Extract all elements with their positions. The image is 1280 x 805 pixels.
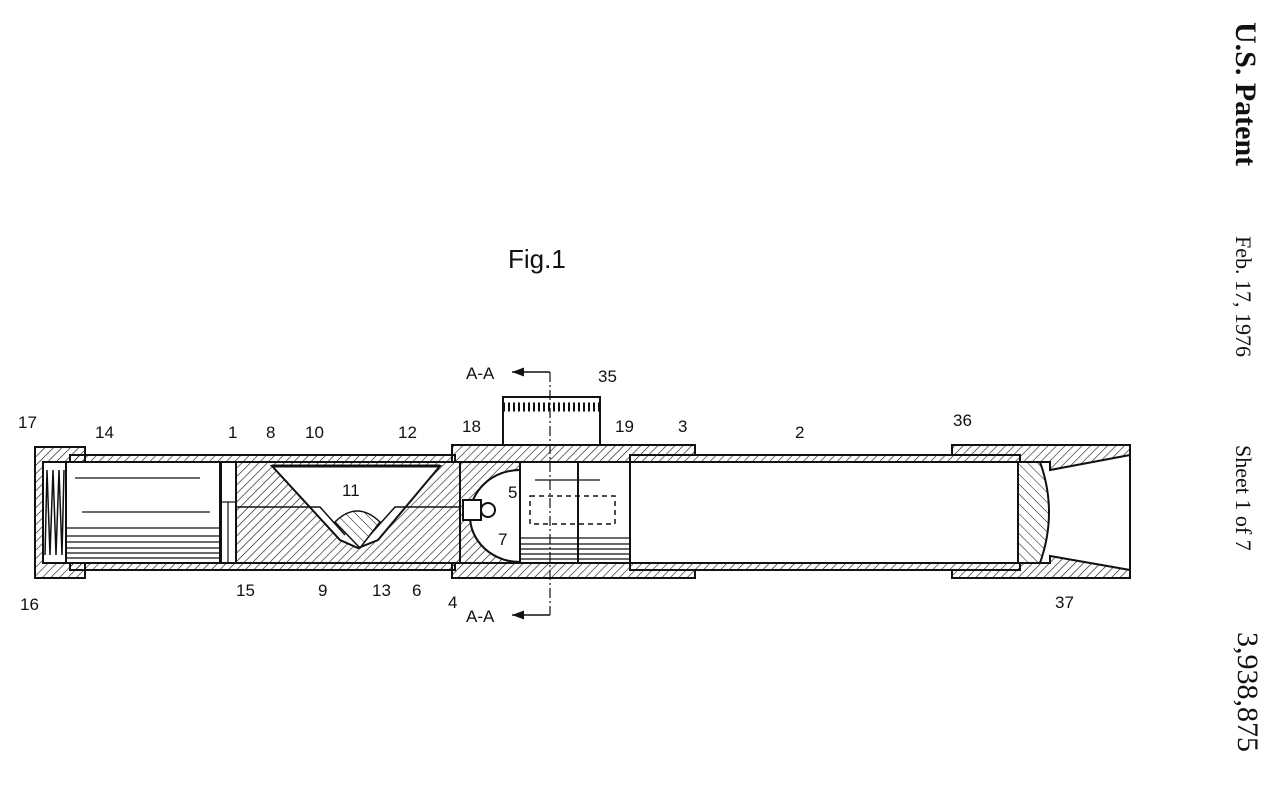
label-19: 19: [615, 417, 634, 436]
tube-2-top-wall: [629, 454, 1021, 463]
label-4: 4: [448, 593, 457, 612]
label-18: 18: [462, 417, 481, 436]
label-6: 6: [412, 581, 421, 600]
tube-2-bottom-wall: [629, 562, 1021, 571]
label-2: 2: [795, 423, 804, 442]
tube-1-bottom-wall: [69, 562, 456, 571]
label-1: 1: [228, 423, 237, 442]
label-16: 16: [20, 595, 39, 614]
sleeve-36-bottom: [951, 554, 1131, 579]
label-13: 13: [372, 581, 391, 600]
lamp-socket-6: [462, 499, 482, 521]
lamp-7: [480, 502, 496, 518]
label-5: 5: [508, 483, 517, 502]
tube-1-top-wall: [69, 454, 456, 463]
rotor-19: [519, 461, 631, 564]
label-17: 17: [18, 413, 37, 432]
spring-16: [44, 469, 65, 556]
knob-35: [502, 396, 601, 446]
label-36: 36: [953, 411, 972, 430]
section-label-top: A-A: [466, 364, 495, 383]
label-9: 9: [318, 581, 327, 600]
lens-37: [1017, 461, 1050, 564]
end-cap-17: [34, 446, 86, 579]
label-7: 7: [498, 530, 507, 549]
label-11: 11: [342, 481, 360, 500]
label-37: 37: [1055, 593, 1074, 612]
label-10: 10: [305, 423, 324, 442]
element-13: [333, 510, 382, 550]
figure-title: Fig.1: [508, 244, 566, 274]
label-15: 15: [236, 581, 255, 600]
device-cross-section: [34, 367, 1131, 620]
label-8: 8: [266, 423, 275, 442]
label-3: 3: [678, 417, 687, 436]
label-14: 14: [95, 423, 114, 442]
label-12: 12: [398, 423, 417, 442]
wire-11: [236, 506, 346, 536]
wire-12: [369, 506, 460, 536]
label-35: 35: [598, 367, 617, 386]
section-label-bottom: A-A: [466, 607, 495, 626]
reference-numerals: 17 14 1 8 10 12 11 18 35 19 3 2 36 5 7 1…: [18, 364, 1074, 626]
sleeve-36-top: [951, 444, 1131, 472]
